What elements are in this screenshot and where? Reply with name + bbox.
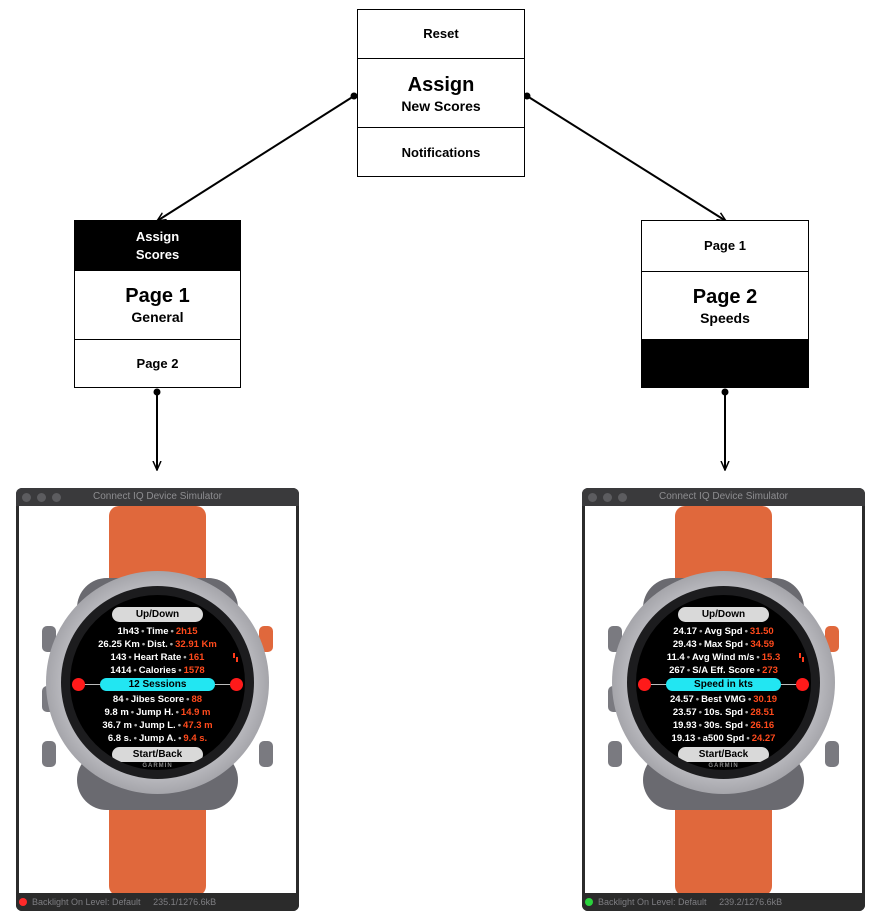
simulator-window-right: Connect IQ Device Simulator Up/Down 24.1… bbox=[582, 488, 865, 911]
arrow-top-to-right bbox=[523, 92, 727, 222]
data-row: 19.13•a500 Spd•24.27 bbox=[671, 733, 776, 744]
assign-row: Assign New Scores bbox=[358, 58, 524, 128]
watch-face: Up/Down 24.17•Avg Spd•31.50 29.43•Max Sp… bbox=[636, 595, 811, 770]
minimize-window-button[interactable] bbox=[37, 493, 46, 502]
notifications-label: Notifications bbox=[401, 144, 481, 160]
page-1-title: Page 1 bbox=[125, 285, 190, 307]
zoom-window-button[interactable] bbox=[52, 493, 61, 502]
page-1-row: Page 1 bbox=[642, 221, 808, 271]
watch-strap-bottom bbox=[675, 796, 772, 893]
reset-label: Reset bbox=[423, 26, 459, 41]
scroll-marker-right bbox=[796, 678, 809, 691]
watch-face: Up/Down 1h43•Time•2h15 26.25 Km•Dist.•32… bbox=[70, 595, 245, 770]
speeds-subtitle: Speeds bbox=[700, 310, 750, 326]
down-button[interactable] bbox=[608, 741, 622, 767]
backlight-status: Backlight On Level: Default bbox=[32, 897, 141, 907]
reset-row: Reset bbox=[358, 10, 524, 58]
device-view: Up/Down 24.17•Avg Spd•31.50 29.43•Max Sp… bbox=[585, 506, 862, 893]
garmin-logo: GARMIN bbox=[142, 763, 173, 769]
data-row: 29.43•Max Spd•34.59 bbox=[672, 639, 775, 650]
data-row: 24.17•Avg Spd•31.50 bbox=[673, 626, 774, 637]
scores-label: Scores bbox=[135, 247, 180, 262]
data-row: 1414•Calories•1578 bbox=[110, 665, 205, 676]
data-row: 11.4•Avg Wind m/s•15.3 bbox=[666, 652, 781, 663]
page-1-label: Page 1 bbox=[704, 238, 746, 253]
status-bar: Backlight On Level: Default 235.1/1276.6… bbox=[16, 893, 299, 911]
watch-strap-bottom bbox=[109, 796, 206, 893]
backlight-status: Backlight On Level: Default bbox=[598, 897, 707, 907]
down-button[interactable] bbox=[42, 741, 56, 767]
sessions-banner: 12 Sessions bbox=[100, 678, 215, 691]
data-row: 6.8 s.•Jump A.•9.4 s. bbox=[107, 733, 208, 744]
assign-label: Assign bbox=[135, 229, 180, 244]
garmin-logo: GARMIN bbox=[708, 763, 739, 769]
minimize-window-button[interactable] bbox=[603, 493, 612, 502]
watch-bezel: Up/Down 24.17•Avg Spd•31.50 29.43•Max Sp… bbox=[612, 571, 835, 794]
page-2-title: Page 2 bbox=[692, 286, 758, 308]
memory-usage: 239.2/1276.6kB bbox=[719, 897, 783, 907]
data-row: 143•Heart Rate•161 bbox=[110, 652, 205, 663]
page-2-row: Page 2 bbox=[75, 339, 240, 388]
page-2-row: Page 2 Speeds bbox=[642, 271, 808, 340]
scroll-marker-right bbox=[230, 678, 243, 691]
back-lap-button[interactable] bbox=[259, 741, 273, 767]
arrow-right-to-sim bbox=[722, 388, 729, 471]
page-2-label: Page 2 bbox=[136, 356, 179, 371]
status-bar: Backlight On Level: Default 239.2/1276.6… bbox=[582, 893, 865, 911]
data-row: 23.57•10s. Spd•28.51 bbox=[672, 707, 775, 718]
assign-new-scores-box: Reset Assign New Scores Notifications bbox=[357, 9, 525, 177]
general-subtitle: General bbox=[131, 309, 184, 325]
new-scores-subtitle: New Scores bbox=[401, 97, 481, 114]
data-row: 36.7 m•Jump L.•47.3 m bbox=[102, 720, 213, 731]
empty-dark-row bbox=[642, 339, 808, 387]
zoom-window-button[interactable] bbox=[618, 493, 627, 502]
title-bar: Connect IQ Device Simulator bbox=[582, 488, 865, 506]
data-row: 267•S/A Eff. Score•273 bbox=[669, 665, 778, 676]
data-row: 24.57•Best VMG•30.19 bbox=[669, 694, 778, 705]
watch-bezel: Up/Down 1h43•Time•2h15 26.25 Km•Dist.•32… bbox=[46, 571, 269, 794]
data-row: 9.8 m•Jump H.•14.9 m bbox=[104, 707, 211, 718]
page-2-box: Page 1 Page 2 Speeds bbox=[641, 220, 809, 388]
window-title: Connect IQ Device Simulator bbox=[93, 491, 222, 502]
scroll-marker-left bbox=[638, 678, 651, 691]
title-bar: Connect IQ Device Simulator bbox=[16, 488, 299, 506]
assign-scores-row: Assign Scores bbox=[75, 221, 240, 271]
data-row: 19.93•30s. Spd•26.16 bbox=[672, 720, 775, 731]
arrow-left-to-sim bbox=[154, 388, 161, 471]
memory-usage: 235.1/1276.6kB bbox=[153, 897, 217, 907]
data-row: 1h43•Time•2h15 bbox=[117, 626, 198, 637]
data-row: 26.25 Km•Dist.•32.91 Km bbox=[98, 639, 217, 650]
page-1-box: Assign Scores Page 1 General Page 2 bbox=[74, 220, 241, 388]
window-title: Connect IQ Device Simulator bbox=[659, 491, 788, 502]
start-back-label: Start/Back bbox=[678, 747, 769, 762]
close-window-button[interactable] bbox=[588, 493, 597, 502]
page-1-row: Page 1 General bbox=[75, 271, 240, 339]
up-down-label: Up/Down bbox=[112, 607, 203, 622]
simulator-window-left: Connect IQ Device Simulator Up/Down 1h43… bbox=[16, 488, 299, 911]
data-row: 84•Jibes Score•88 bbox=[112, 694, 203, 705]
start-back-label: Start/Back bbox=[112, 747, 203, 762]
up-down-label: Up/Down bbox=[678, 607, 769, 622]
scroll-marker-left bbox=[72, 678, 85, 691]
arrow-top-to-left bbox=[157, 92, 358, 222]
backlight-led-icon bbox=[585, 898, 593, 906]
assign-title: Assign bbox=[407, 73, 475, 96]
device-view: Up/Down 1h43•Time•2h15 26.25 Km•Dist.•32… bbox=[19, 506, 296, 893]
notifications-row: Notifications bbox=[358, 127, 524, 177]
close-window-button[interactable] bbox=[22, 493, 31, 502]
speed-units-banner: Speed in kts bbox=[666, 678, 781, 691]
backlight-led-icon bbox=[19, 898, 27, 906]
back-lap-button[interactable] bbox=[825, 741, 839, 767]
